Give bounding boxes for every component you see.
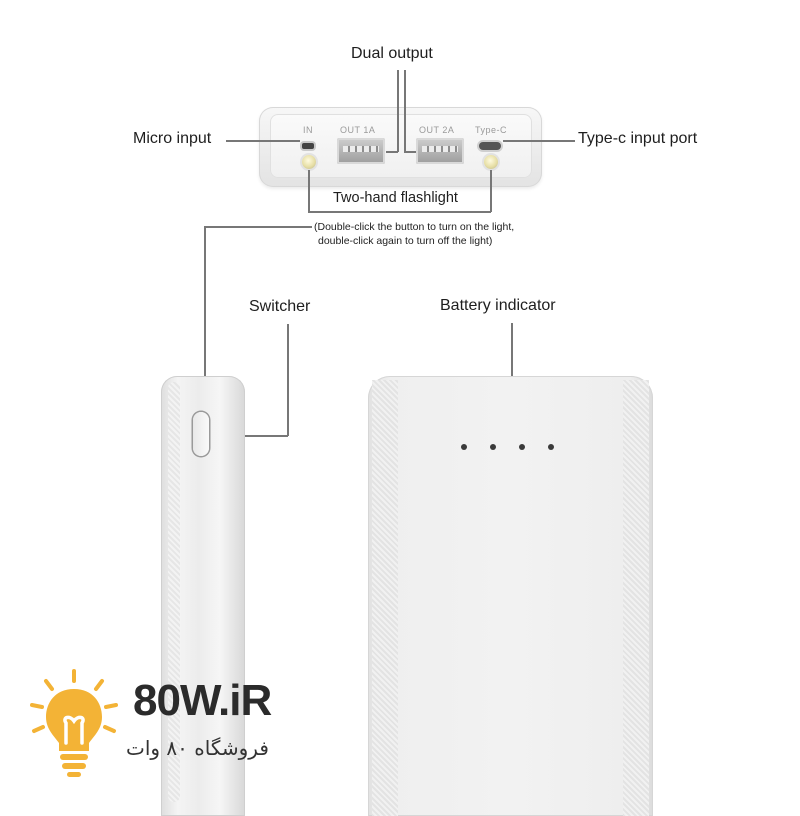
battery-led-3 bbox=[519, 444, 525, 450]
leader-flashlight-right bbox=[490, 170, 492, 212]
leader-dual-output-c bbox=[386, 151, 398, 153]
port-out2-text: OUT 2A bbox=[419, 125, 455, 135]
port-typec-text: Type-C bbox=[475, 125, 508, 135]
port-in-text: IN bbox=[303, 125, 313, 135]
leader-dual-output-b bbox=[404, 70, 406, 152]
logo-subtitle: فروشگاه ۸۰ وات bbox=[126, 736, 269, 760]
leader-dual-output-a bbox=[397, 70, 399, 152]
logo-wordmark: 80W.iR bbox=[133, 676, 272, 725]
powerbank-front-view bbox=[368, 376, 653, 816]
leader-switcher-horizontal bbox=[210, 435, 288, 437]
front-texture-right bbox=[623, 380, 649, 816]
port-out1-text: OUT 1A bbox=[340, 125, 376, 135]
flashlight-led-left-icon bbox=[302, 155, 316, 169]
switcher-label: Switcher bbox=[249, 298, 311, 315]
battery-led-2 bbox=[490, 444, 496, 450]
leader-switcher-vertical bbox=[287, 324, 289, 436]
switcher-button bbox=[193, 412, 209, 456]
micro-input-label: Micro input bbox=[133, 130, 212, 147]
flashlight-led-right-icon bbox=[484, 155, 498, 169]
front-texture-left bbox=[372, 380, 398, 816]
side-texture-edge bbox=[168, 382, 180, 802]
battery-indicator-label: Battery indicator bbox=[440, 297, 556, 314]
battery-led-1 bbox=[461, 444, 467, 450]
leader-typec-input bbox=[503, 140, 575, 142]
leader-dual-output-d bbox=[404, 151, 416, 153]
dual-output-label: Dual output bbox=[351, 45, 433, 62]
leader-micro-input bbox=[226, 140, 300, 142]
leader-flashlight-bottom bbox=[308, 211, 491, 213]
micro-usb-port-icon bbox=[302, 143, 314, 149]
usb-out2-port-icon bbox=[416, 138, 464, 164]
leader-flashlight-left bbox=[308, 170, 310, 212]
flashlight-note-line1: (Double-click the button to turn on the … bbox=[314, 221, 515, 233]
usb-out1-port-icon bbox=[337, 138, 385, 164]
battery-led-4 bbox=[548, 444, 554, 450]
leader-battery-indicator bbox=[511, 323, 513, 428]
typec-input-label: Type-c input port bbox=[578, 130, 698, 147]
two-hand-flashlight-label: Two-hand flashlight bbox=[333, 190, 458, 206]
flashlight-note-line2: double-click again to turn off the light… bbox=[318, 235, 493, 247]
typec-port-icon bbox=[479, 142, 501, 150]
leader-note-vertical bbox=[204, 226, 206, 426]
leader-note-horizontal bbox=[204, 226, 312, 228]
lightbulb-logo-icon bbox=[30, 669, 118, 777]
